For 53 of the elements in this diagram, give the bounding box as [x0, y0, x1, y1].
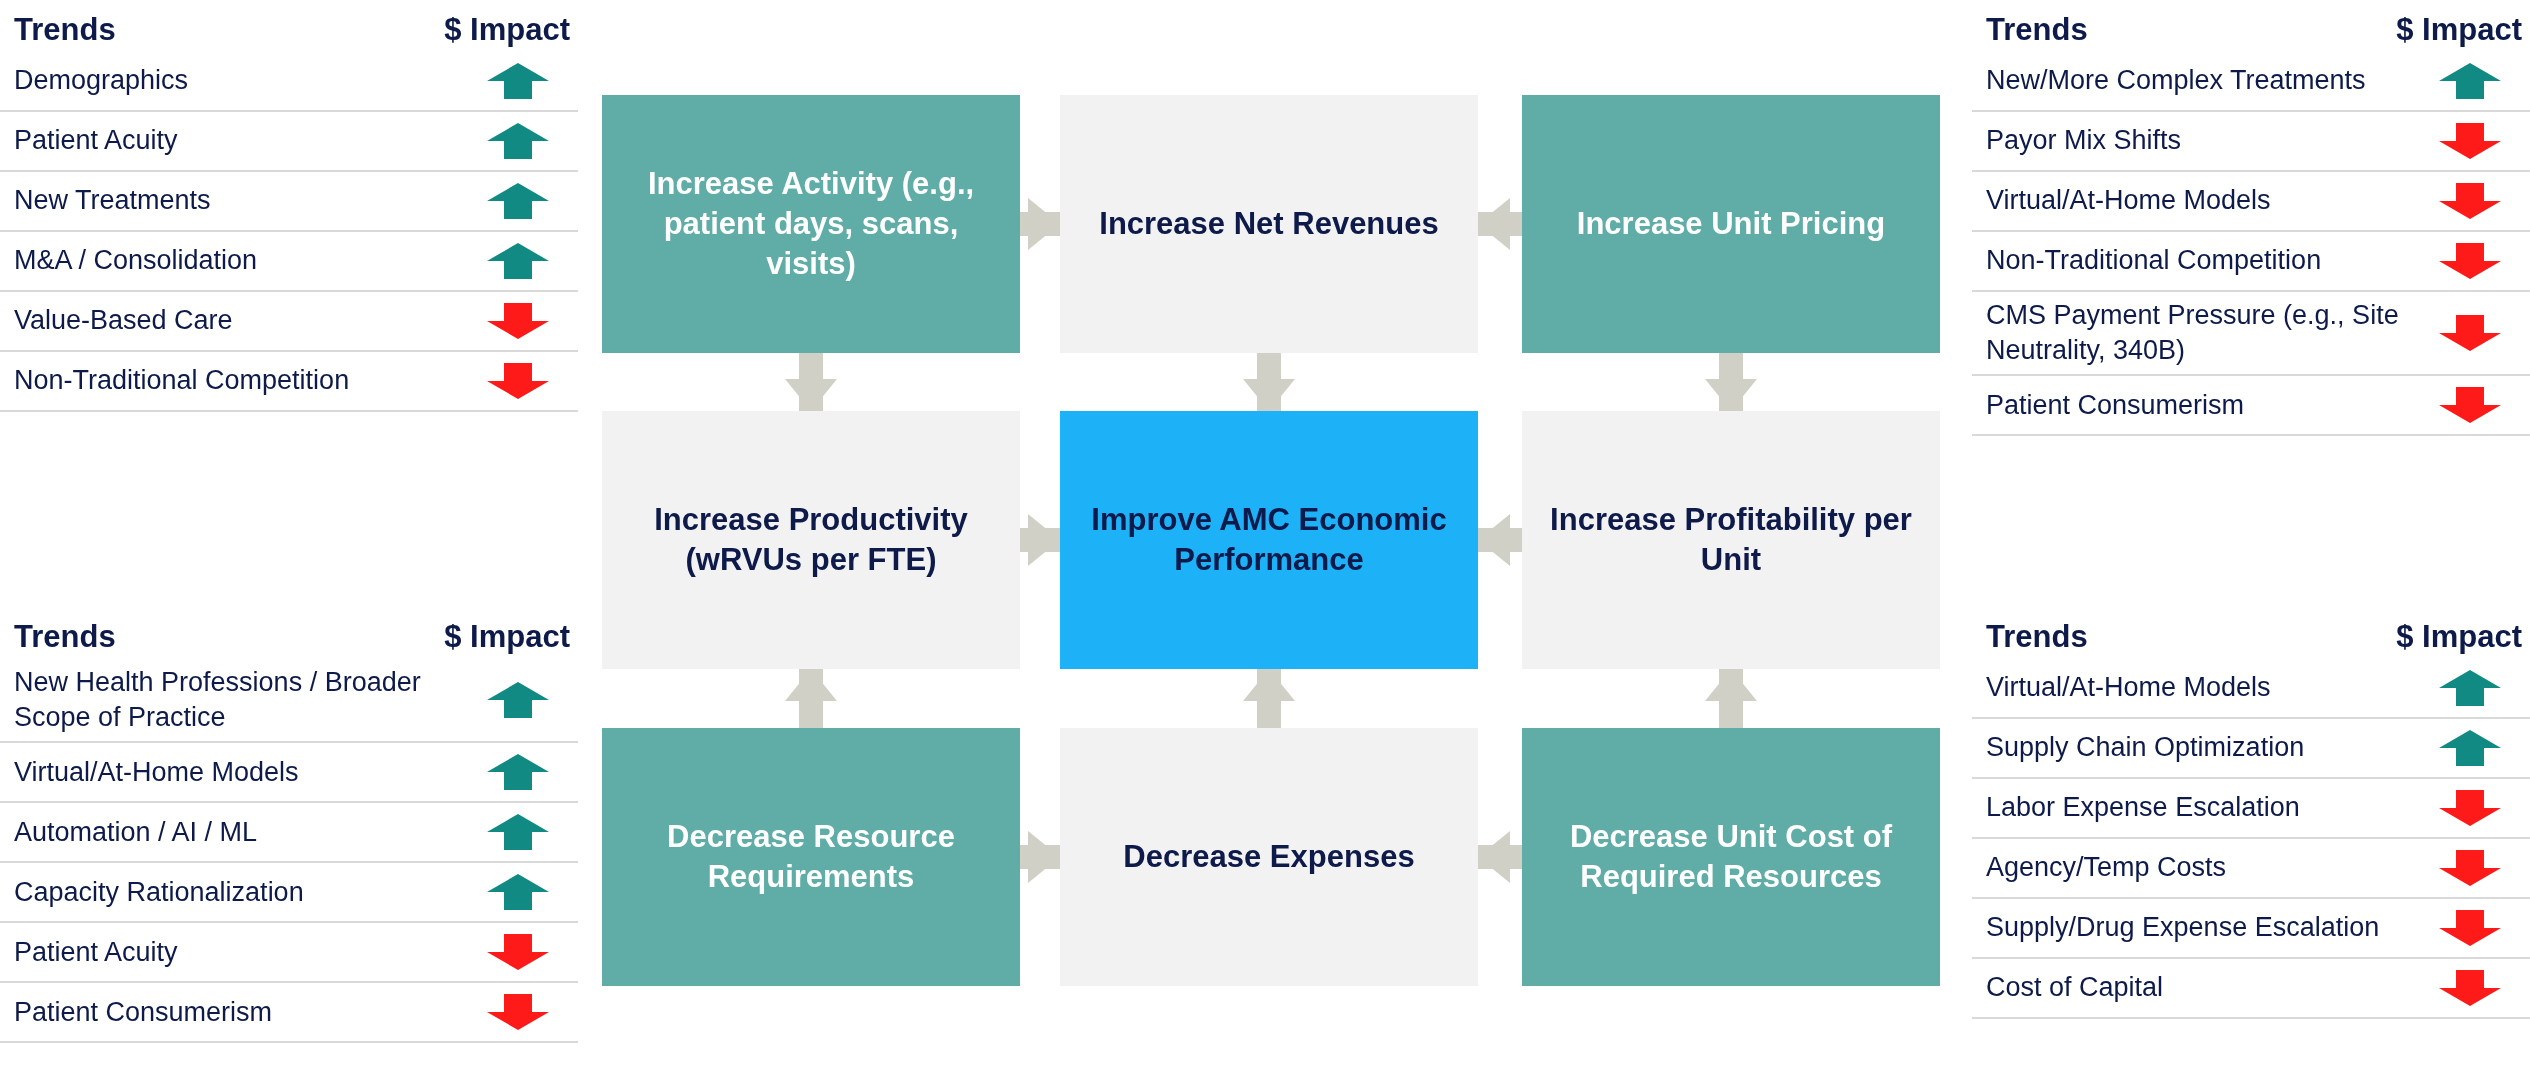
trend-label: Patient Consumerism	[14, 995, 273, 1029]
trend-label: New Treatments	[14, 184, 211, 218]
trend-label: New/More Complex Treatments	[1986, 64, 2366, 98]
outcome-box: Improve AMC Economic Performance	[1060, 411, 1478, 669]
trend-label: Value-Based Care	[14, 304, 233, 338]
block-arrow	[1705, 669, 1757, 728]
block-arrow	[1478, 831, 1522, 883]
block-arrow	[785, 669, 837, 728]
trend-label: Patient Acuity	[14, 935, 178, 969]
column-header: $ Impact	[444, 619, 570, 655]
trend-label: Demographics	[14, 64, 189, 98]
trend-label: Non-Traditional Competition	[14, 364, 350, 398]
trend-label: Capacity Rationalization	[14, 875, 304, 909]
trend-label: New Health Professions / Broader Scope of Practice	[14, 666, 422, 735]
column-header: $ Impact	[444, 12, 570, 48]
trend-label: M&A / Consolidation	[14, 244, 258, 278]
driver-box: Decrease Resource Requirements	[602, 728, 1020, 986]
trend-label: Cost of Capital	[1986, 971, 2164, 1005]
trend-label: Patient Consumerism	[1986, 388, 2245, 422]
trend-label: Non-Traditional Competition	[1986, 244, 2322, 278]
block-arrow	[1020, 198, 1060, 250]
column-header: Trends	[14, 619, 116, 655]
block-arrow	[1478, 198, 1522, 250]
block-arrow	[785, 353, 837, 411]
column-header: $ Impact	[2396, 619, 2522, 655]
goal-box: Increase Net Revenues	[1060, 95, 1478, 353]
trend-label: Virtual/At-Home Models	[1986, 671, 2271, 705]
block-arrow	[1020, 831, 1060, 883]
block-arrow	[1020, 514, 1060, 566]
trend-label: Virtual/At-Home Models	[14, 755, 299, 789]
goal-box: Increase Productivity (wRVUs per FTE)	[602, 411, 1020, 669]
driver-box: Decrease Unit Cost of Required Resources	[1522, 728, 1940, 986]
column-header: Trends	[1986, 12, 2088, 48]
trend-label: CMS Payment Pressure (e.g., Site Neutrality, 340B)	[1986, 299, 2400, 368]
trend-label: Supply Chain Optimization	[1986, 731, 2305, 765]
goal-box: Decrease Expenses	[1060, 728, 1478, 986]
block-arrow	[1243, 353, 1295, 411]
trend-label: Supply/Drug Expense Escalation	[1986, 911, 2380, 945]
column-header: Trends	[1986, 619, 2088, 655]
driver-box: Increase Activity (e.g., patient days, scans, visits)	[602, 95, 1020, 353]
trend-label: Agency/Temp Costs	[1986, 851, 2227, 885]
column-header: $ Impact	[2396, 12, 2522, 48]
goal-box: Increase Profitability per Unit	[1522, 411, 1940, 669]
trend-label: Labor Expense Escalation	[1986, 791, 2300, 825]
trend-label: Patient Acuity	[14, 124, 178, 158]
block-arrow	[1705, 353, 1757, 411]
trend-label: Virtual/At-Home Models	[1986, 184, 2271, 218]
driver-box: Increase Unit Pricing	[1522, 95, 1940, 353]
trend-label: Automation / AI / ML	[14, 815, 258, 849]
trend-label: Payor Mix Shifts	[1986, 124, 2182, 158]
column-header: Trends	[14, 12, 116, 48]
block-arrow	[1243, 669, 1295, 728]
block-arrow	[1478, 514, 1522, 566]
